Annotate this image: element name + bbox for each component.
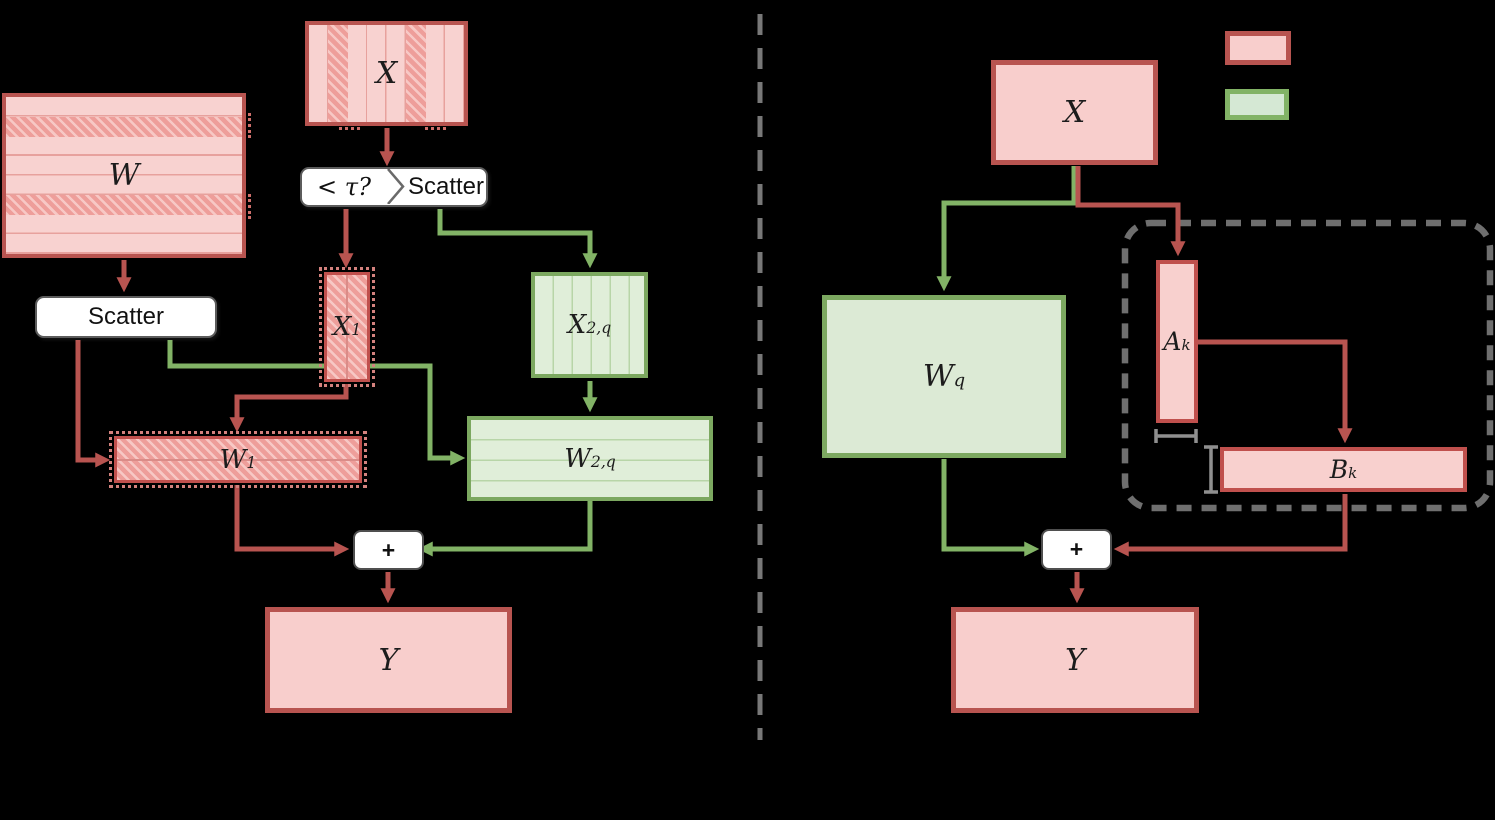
edge-scatter-to-w2q <box>167 340 466 466</box>
rank-height-marker-bk <box>1204 445 1218 494</box>
edge-x1-to-w1 <box>229 384 349 433</box>
matrix-w-label: W <box>108 158 140 193</box>
matrix-x-left-label: X <box>375 56 398 91</box>
add-operator-right-label: + <box>1069 536 1084 562</box>
matrix-y-right: Y <box>951 607 1199 713</box>
matrix-w-hatched-row <box>6 195 242 215</box>
edge-pill-to-x2q <box>437 209 598 269</box>
legend-swatch-quantized <box>1225 89 1289 120</box>
chevron-divider-icon <box>387 169 405 204</box>
edge-ak-to-bk <box>1198 339 1353 444</box>
matrix-x1-divider <box>346 275 348 379</box>
low-rank-adapter-dashed-box <box>1121 219 1494 512</box>
rank-width-marker-ak <box>1154 429 1198 443</box>
scatter-box: Scatter <box>35 296 217 338</box>
scatter-box-label: Scatter <box>87 303 165 330</box>
threshold-label: < τ? <box>317 173 371 201</box>
matrix-y-left-label: Y <box>378 642 399 678</box>
edge-xright-to-wq <box>936 166 1077 292</box>
threshold-condition: < τ? <box>302 169 386 205</box>
add-operator-left-label: + <box>381 536 396 563</box>
matrix-y-left: Y <box>265 607 512 713</box>
w-selected-row-tick <box>248 113 251 138</box>
edge-scatter-to-w1 <box>75 340 111 468</box>
edge-xright-to-ak <box>1075 166 1186 257</box>
matrix-w1-divider <box>117 458 359 461</box>
edge-bk-to-plus <box>1113 494 1348 557</box>
matrix-w-hatched-row <box>6 117 242 137</box>
threshold-scatter-pill: < τ? Scatter <box>300 167 488 207</box>
add-operator-right: + <box>1041 529 1112 570</box>
matrix-x-hatched-column <box>406 25 426 122</box>
w-selected-row-tick <box>248 194 251 219</box>
edge-wq-to-plus <box>941 459 1040 557</box>
x-selected-column-tick <box>339 127 360 130</box>
add-operator-left: + <box>353 530 424 570</box>
scatter-pill-section: Scatter <box>406 169 486 205</box>
matrix-w: W <box>2 93 246 258</box>
edge-w2q-to-plus <box>417 501 593 557</box>
matrix-x-right-label: X <box>1063 95 1086 130</box>
matrix-x-right: X <box>991 60 1158 165</box>
matrix-y-right-label: Y <box>1065 642 1085 678</box>
matrix-x-left: X <box>305 21 468 126</box>
x-selected-column-tick <box>425 127 446 130</box>
matrix-x-hatched-column <box>328 25 348 122</box>
legend-swatch-high-precision <box>1225 31 1291 65</box>
edge-w1-to-plus <box>234 485 350 557</box>
scatter-pill-label: Scatter <box>407 173 485 200</box>
